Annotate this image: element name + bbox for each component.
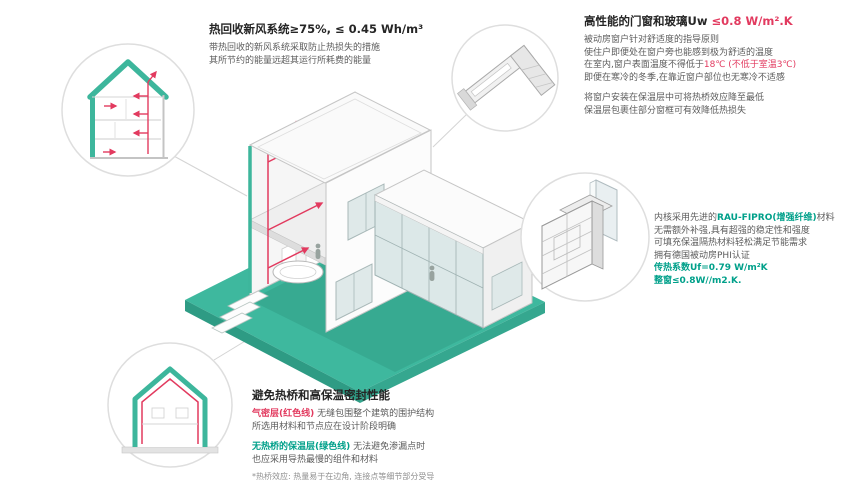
profile-line-1: 内核采用先进的RAU-FIPRO(增强纤维)材料	[654, 212, 864, 225]
person-figure	[429, 265, 435, 281]
thermal-line-2: 所选用材料和节点应在设计阶段明确	[252, 421, 397, 432]
isometric-passive-house-cutaway	[248, 91, 534, 333]
windows-line-1: 被动房窗户针对舒适度的指导原则	[584, 35, 720, 45]
house-roof	[248, 91, 432, 184]
windows-line-5: 将窗户安装在保温层中可将热桥效应降至最低	[584, 93, 765, 103]
profile-line-1-pre: 内核采用先进的	[654, 213, 718, 223]
profile-line-4: 拥有德国被动房PHI认证	[654, 250, 750, 261]
thermal-line-3: 无热桥的保温层(绿色线) 无法避免渗漏点时	[252, 441, 512, 454]
profile-line-2: 无需额外补强,具有超强的稳定性和强度	[654, 225, 810, 236]
bathtub	[272, 260, 324, 284]
heat-recovery-title: 热回收新风系统≥75%, ≤ 0.45 Wh/m³	[209, 22, 424, 36]
insulation-green-line	[132, 366, 208, 447]
thermal-envelope-house-icon	[107, 342, 233, 468]
thermal-footnote: *热桥效应: 热量易于在边角, 连接点等细节部分受导	[252, 472, 435, 481]
windows-title: 高性能的门窗和玻璃Uw ≤0.8 W/m².K	[584, 14, 859, 29]
windows-text-block: 高性能的门窗和玻璃Uw ≤0.8 W/m².K 被动房窗户针对舒适度的指导原则 …	[584, 14, 859, 117]
heat-recovery-line-2: 其所节约的能量远超其运行所耗费的能量	[209, 55, 372, 66]
window-corner-detail-icon	[451, 24, 559, 132]
house-section-ventilation-icon	[61, 43, 195, 177]
airtight-layer-label: 气密层(红色线)	[252, 409, 315, 419]
thermal-line-4: 也应采用导热最慢的组件和材料	[252, 454, 379, 465]
windows-line-3: 在室内,窗户表面温度不得低于18℃ (不低于室温3℃)	[584, 59, 859, 72]
windows-line-2: 使住户即便处在窗户旁也能感到极为舒适的温度	[584, 47, 774, 58]
glass-wing	[373, 169, 534, 329]
windows-line-4: 即便在寒冷的冬季,在靠近窗户部位也无寒冷不适感	[584, 72, 785, 83]
bathtub-inner	[279, 265, 317, 279]
profile-uw-value: 整窗≤0.8W//m2.K.	[654, 275, 742, 286]
insulation-layer-label: 无热桥的保温层(绿色线)	[252, 442, 351, 452]
thermal-line-1-text: 无缝包围整个建筑的围护结构	[314, 409, 435, 419]
heat-recovery-text-block: 热回收新风系统≥75%, ≤ 0.45 Wh/m³ 带热回收的新风系统采取防止热…	[209, 22, 464, 67]
profile-line-3: 可填充保温隔热材料轻松满足节能需求	[654, 238, 808, 248]
person-figure	[315, 243, 321, 259]
wing-end-window	[491, 261, 523, 311]
profile-line-1-value: RAU-FIPRO(增强纤维)	[717, 213, 817, 223]
profile-uf-value: 传热系数Uf=0.79 W/m²K	[654, 263, 768, 273]
thermal-text-block: 避免热桥和高保温密封性能 气密层(红色线) 无缝包围整个建筑的围护结构 所选用材…	[252, 388, 512, 484]
windows-line-6: 保温层包裹住部分窗框可有效降低热损失	[584, 105, 747, 116]
windows-title-text: 高性能的门窗和玻璃Uw	[584, 14, 712, 28]
thermal-line-3-text: 无法避免渗漏点时	[350, 442, 426, 452]
platform-steps	[211, 290, 269, 334]
thermal-title: 避免热桥和高保温密封性能	[252, 388, 390, 402]
airtight-red-line	[141, 378, 199, 444]
heat-recovery-line-1: 带热回收的新风系统采取防止热损失的措施	[209, 43, 381, 53]
windows-line-3-value: 18℃ (不低于室温3℃)	[703, 60, 797, 70]
ventilation-arrows	[103, 70, 157, 156]
windows-line-3-text: 在室内,窗户表面温度不得低于	[584, 60, 704, 70]
profile-line-1-post: 材料	[816, 213, 835, 223]
window-profile-cross-section-icon	[520, 172, 650, 302]
thermal-line-1: 气密层(红色线) 无缝包围整个建筑的围护结构	[252, 408, 512, 421]
windows-title-value: ≤0.8 W/m².K	[711, 14, 793, 28]
profile-text-block: 内核采用先进的RAU-FIPRO(增强纤维)材料 无需额外补强,具有超强的稳定性…	[654, 212, 864, 287]
wing-fascia	[374, 194, 484, 255]
